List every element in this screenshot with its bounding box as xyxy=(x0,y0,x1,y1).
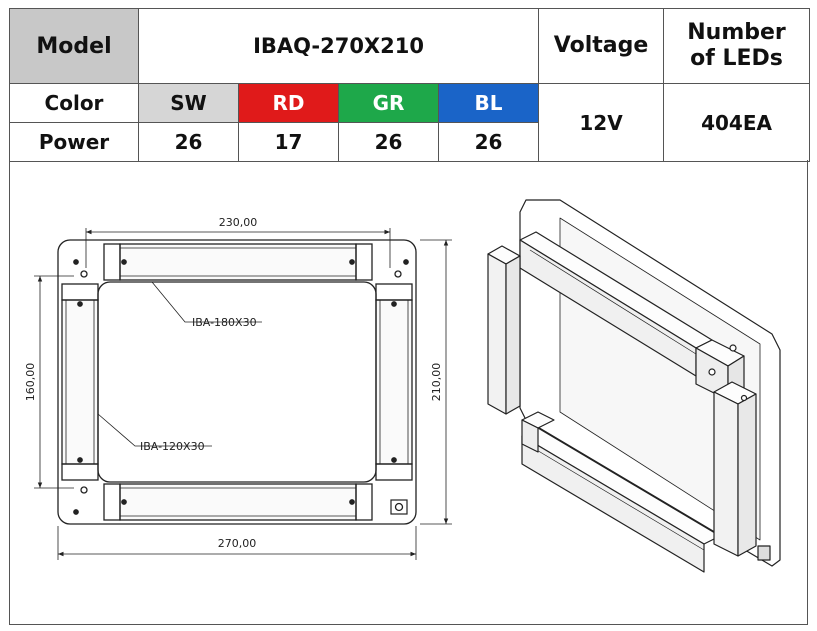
dim-top: 230,00 xyxy=(219,216,258,229)
power-sw: 26 xyxy=(138,122,239,162)
front-view xyxy=(57,239,417,525)
power-rd: 17 xyxy=(238,122,339,162)
color-rd: RD xyxy=(238,83,339,123)
callout-left: IBA-120X30 xyxy=(140,440,205,453)
dim-right: 210,00 xyxy=(430,363,443,402)
callout-top: IBA-180X30 xyxy=(192,316,257,329)
leds-label-line2: of LEDs xyxy=(690,46,783,71)
color-sw: SW xyxy=(138,83,239,123)
color-label: Color xyxy=(9,83,139,123)
dimensions xyxy=(34,228,452,560)
dim-bottom: 270,00 xyxy=(218,537,257,550)
inner-window xyxy=(97,281,377,483)
leds-label-line1: Number xyxy=(687,20,786,45)
isometric-view xyxy=(487,199,781,573)
bottom-bar xyxy=(119,483,357,521)
top-bar xyxy=(119,243,357,281)
voltage-label: Voltage xyxy=(538,8,665,84)
back-plate-outline xyxy=(57,239,417,525)
power-gr: 26 xyxy=(338,122,439,162)
drawing-panel xyxy=(9,160,808,625)
voltage-value: 12V xyxy=(538,83,665,162)
power-label: Power xyxy=(9,122,139,162)
leds-value: 404EA xyxy=(663,83,811,162)
color-bl: BL xyxy=(437,83,540,123)
left-bar xyxy=(61,299,99,465)
connector-icon xyxy=(390,499,408,515)
leds-label: Number of LEDs xyxy=(663,8,811,84)
model-label: Model xyxy=(9,8,139,84)
power-bl: 26 xyxy=(437,122,540,162)
color-gr: GR xyxy=(338,83,439,123)
dim-left: 160,00 xyxy=(24,363,37,402)
spec-table: Model IBAQ-270X210 Voltage Number of LED… xyxy=(9,8,811,162)
iso-connector-icon xyxy=(757,545,771,561)
right-bar xyxy=(375,299,413,465)
